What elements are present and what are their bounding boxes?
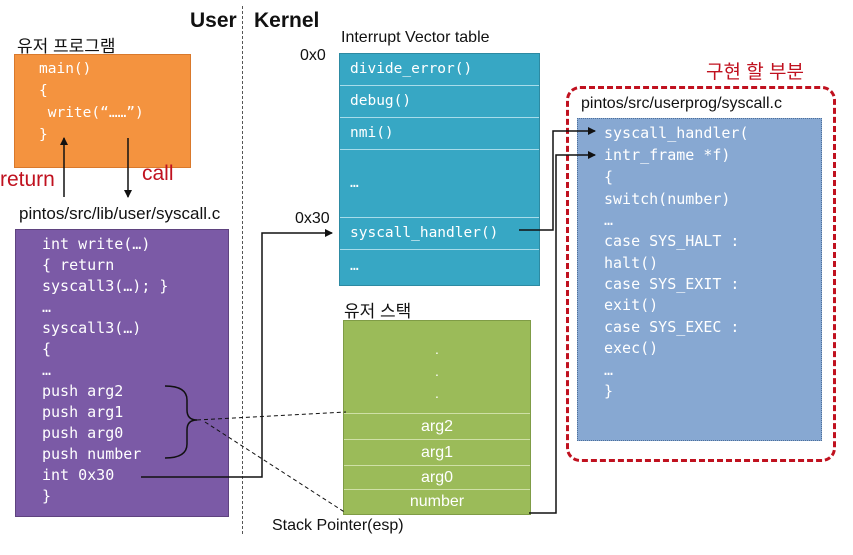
- lib-syscall-filename: pintos/src/lib/user/syscall.c: [19, 204, 221, 223]
- push-brace: [164, 385, 198, 459]
- user-program-box: main() { write(“……”) }: [14, 54, 191, 168]
- code-line: …: [42, 298, 52, 316]
- kernel-space-header: Kernel: [254, 9, 320, 32]
- implementation-area-frame: [566, 86, 836, 462]
- code-line: }: [604, 382, 614, 400]
- return-label: return: [0, 168, 55, 191]
- ivt-title: Interrupt Vector table: [341, 29, 490, 46]
- code-line: exec(): [604, 339, 659, 357]
- code-line: {: [42, 340, 52, 358]
- code-line: switch(number): [604, 190, 731, 208]
- user-kernel-divider: [242, 6, 243, 534]
- code-line: exit(): [604, 296, 659, 314]
- code-line: int write(…): [42, 235, 151, 253]
- code-line: case SYS_HALT :: [604, 232, 740, 250]
- ivt-address-0x0: 0x0: [300, 47, 326, 64]
- ivt-entry: …: [340, 150, 539, 218]
- int-0x30-arrow: [141, 229, 333, 478]
- user-program-title: 유저 프로그램: [17, 37, 116, 56]
- code-line: { return: [42, 256, 115, 274]
- user-stack: . . . arg2 arg1 arg0 number: [343, 320, 531, 515]
- ivt-entry: nmi(): [340, 118, 539, 150]
- ivt-entry: debug(): [340, 86, 539, 118]
- userprog-syscall-filename: pintos/src/userprog/syscall.c: [581, 95, 782, 112]
- code-line: syscall_handler(: [604, 124, 749, 142]
- code-line: case SYS_EXIT :: [604, 275, 740, 293]
- stack-ellipsis-dot: .: [435, 385, 439, 401]
- code-line: }: [39, 127, 48, 143]
- code-line: push arg0: [42, 424, 124, 442]
- call-label: call: [142, 162, 174, 185]
- ivt-entry-syscall-handler: syscall_handler(): [340, 218, 539, 250]
- user-stack-title: 유저 스택: [344, 302, 412, 321]
- user-space-header: User: [190, 9, 237, 32]
- stack-pointer-label: Stack Pointer(esp): [272, 517, 404, 534]
- code-line: push arg2: [42, 382, 124, 400]
- stack-item-arg0: arg0: [344, 465, 530, 489]
- code-line: syscall3(…); }: [42, 277, 169, 295]
- syscall-handler-code-box: syscall_handler( intr_frame *f) { switch…: [577, 118, 822, 441]
- code-line: intr_frame *f): [604, 146, 731, 164]
- stack-to-intr-frame-arrow: [529, 151, 596, 514]
- lib-syscall-code-box: int write(…) { return syscall3(…); } … s…: [15, 229, 229, 517]
- code-line: syscall3(…): [42, 319, 142, 337]
- stack-bottom-guide: [204, 421, 347, 514]
- stack-ellipsis-dot: .: [435, 341, 439, 357]
- ivt-entry: divide_error(): [340, 54, 539, 86]
- code-line: …: [604, 211, 614, 229]
- code-line: {: [604, 168, 614, 186]
- stack-item-arg2: arg2: [344, 413, 530, 439]
- stack-ellipsis-dot: .: [435, 363, 439, 379]
- code-line: }: [42, 487, 52, 505]
- stack-top-guide: [196, 411, 347, 421]
- ivt-entry: …: [350, 258, 359, 274]
- code-line: push number: [42, 445, 142, 463]
- code-line: write(“……”): [39, 105, 144, 121]
- code-line: {: [39, 83, 48, 99]
- stack-item-arg1: arg1: [344, 439, 530, 465]
- ivt-to-handler-arrow: [519, 127, 596, 231]
- stack-item-number: number: [344, 489, 530, 514]
- code-line: halt(): [604, 254, 659, 272]
- code-line: main(): [39, 61, 92, 77]
- implementation-area-title: 구현 할 부분: [706, 62, 804, 83]
- code-line: case SYS_EXEC :: [604, 318, 740, 336]
- interrupt-vector-table: divide_error() debug() nmi() … syscall_h…: [339, 53, 540, 286]
- code-line: …: [42, 361, 52, 379]
- code-line: int 0x30: [42, 466, 115, 484]
- code-line: …: [604, 361, 614, 379]
- ivt-address-0x30: 0x30: [295, 210, 330, 227]
- code-line: push arg1: [42, 403, 124, 421]
